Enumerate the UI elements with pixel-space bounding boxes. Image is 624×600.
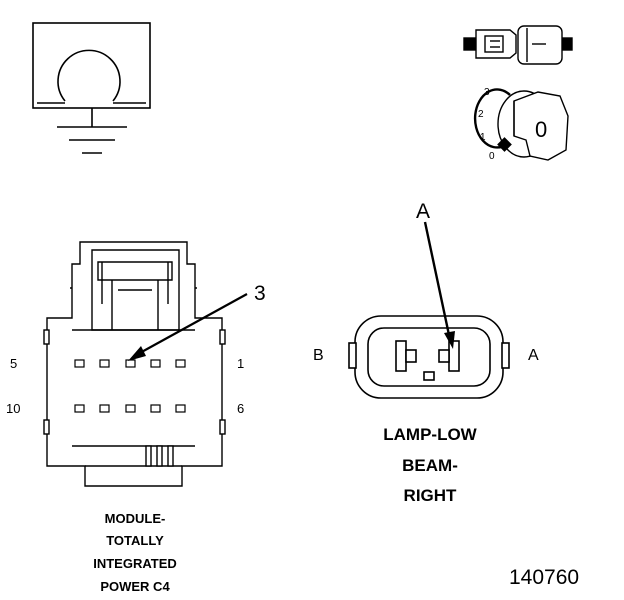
lamp-callout-letter: A [416, 200, 431, 223]
lamp-name-line-2: BEAM- [402, 456, 458, 475]
module-pin-10-label: 10 [6, 401, 21, 416]
module-callout-arrow [128, 293, 248, 361]
ignition-position-1: 1 [480, 132, 486, 143]
module-pin-5-label: 5 [10, 356, 18, 371]
figure-number: 140760 [509, 566, 580, 589]
ground-icon [32, 22, 151, 154]
module-connector-housing [43, 241, 226, 487]
ignition-key-icon [473, 88, 569, 161]
module-pin-cavities [74, 359, 186, 413]
lamp-name-line-3: RIGHT [403, 486, 457, 505]
lamp-callout-arrow [423, 221, 455, 349]
module-name-line-1: MODULE- [104, 511, 166, 526]
ignition-position-3: 3 [484, 87, 490, 98]
module-callout-number: 3 [254, 282, 266, 305]
ignition-position-0: 0 [489, 151, 495, 162]
lamp-side-b-label: B [313, 347, 324, 364]
lamp-side-a-label: A [528, 347, 539, 364]
lamp-connector-housing [348, 315, 510, 399]
ignition-key-label: 0 [535, 117, 548, 142]
module-name-line-2: TOTALLY [106, 533, 164, 548]
module-pin-6-label: 6 [237, 401, 245, 416]
connector-halves-icon [463, 25, 573, 65]
module-name-line-4: POWER C4 [100, 579, 170, 594]
ignition-position-2: 2 [478, 109, 484, 120]
module-pin-1-label: 1 [237, 356, 245, 371]
lamp-name-line-1: LAMP-LOW [383, 425, 477, 444]
module-name-line-3: INTEGRATED [93, 556, 177, 571]
